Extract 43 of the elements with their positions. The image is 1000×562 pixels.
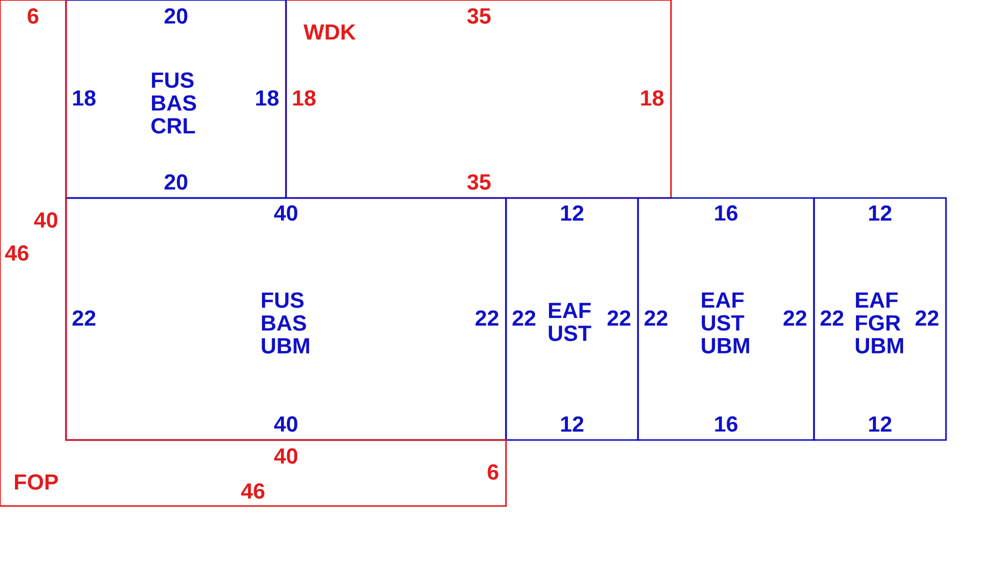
dimension-label: 40 bbox=[274, 448, 298, 464]
dimension-label: 22 bbox=[476, 310, 498, 326]
dimension-label: 22 bbox=[644, 310, 668, 326]
room bbox=[0, 0, 507, 507]
dimension-label: 12 bbox=[561, 205, 584, 221]
dimension-label: 12 bbox=[869, 205, 892, 221]
dimension-label: 40 bbox=[274, 205, 298, 221]
room bbox=[813, 197, 947, 441]
room-label: FOP bbox=[14, 474, 58, 490]
room-label: EAF FGR UBM bbox=[856, 292, 904, 354]
dimension-label: 12 bbox=[869, 416, 892, 432]
room-label: EAF UST bbox=[548, 302, 592, 342]
dimension-label: 46 bbox=[241, 483, 264, 499]
dimension-label: 40 bbox=[274, 416, 298, 432]
dimension-label: 6 bbox=[488, 464, 498, 480]
dimension-label: 40 bbox=[34, 212, 58, 228]
dimension-label: 22 bbox=[608, 310, 630, 326]
dimension-label: 20 bbox=[164, 174, 188, 190]
dimension-label: 35 bbox=[467, 174, 491, 190]
dimension-label: 18 bbox=[293, 90, 316, 106]
dimension-label: 16 bbox=[715, 205, 738, 221]
dimension-label: 20 bbox=[164, 8, 188, 24]
dimension-label: 12 bbox=[561, 416, 584, 432]
room-label: EAF UST UBM bbox=[702, 292, 750, 354]
dimension-label: 22 bbox=[784, 310, 806, 326]
dimension-label: 22 bbox=[512, 310, 536, 326]
room bbox=[637, 197, 815, 441]
room-label: FUS BAS CRL bbox=[151, 72, 196, 134]
room bbox=[285, 0, 672, 199]
room-label: FUS BAS UBM bbox=[262, 292, 310, 354]
dimension-label: 35 bbox=[467, 8, 491, 24]
dimension-label: 22 bbox=[820, 310, 844, 326]
dimension-label: 18 bbox=[73, 90, 96, 106]
room bbox=[65, 0, 287, 199]
room-label: WDK bbox=[304, 24, 356, 40]
dimension-label: 22 bbox=[916, 310, 938, 326]
dimension-label: 22 bbox=[72, 310, 96, 326]
room bbox=[505, 197, 639, 441]
dimension-label: 18 bbox=[641, 90, 664, 106]
dimension-label: 46 bbox=[5, 245, 28, 261]
dimension-label: 6 bbox=[28, 8, 38, 24]
dimension-label: 16 bbox=[715, 416, 738, 432]
dimension-label: 18 bbox=[256, 90, 279, 106]
